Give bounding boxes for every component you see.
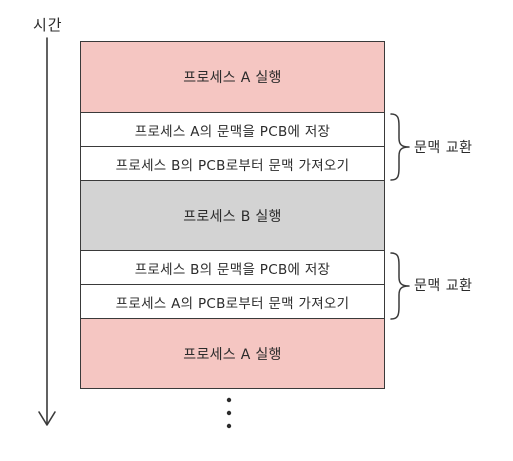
save-context-b-block: 프로세스 B의 문맥을 PCB에 저장 <box>81 250 384 284</box>
context-switch-label: 문맥 교환 <box>414 278 473 294</box>
down-arrow-icon <box>38 37 56 426</box>
context-switch-label: 문맥 교환 <box>414 140 473 156</box>
process-timeline: 프로세스 A 실행 프로세스 A의 문맥을 PCB에 저장 프로세스 B의 PC… <box>80 41 385 389</box>
load-context-b-block: 프로세스 B의 PCB로부터 문맥 가져오기 <box>81 146 384 180</box>
ellipsis-vertical-icon <box>226 397 232 429</box>
time-axis-label: 시간 <box>33 16 63 34</box>
right-brace-icon <box>390 252 410 320</box>
run-process-a-again-block: 프로세스 A 실행 <box>81 318 384 388</box>
run-process-a-block: 프로세스 A 실행 <box>81 42 384 112</box>
run-process-b-block: 프로세스 B 실행 <box>81 180 384 250</box>
save-context-a-block: 프로세스 A의 문맥을 PCB에 저장 <box>81 112 384 146</box>
load-context-a-block: 프로세스 A의 PCB로부터 문맥 가져오기 <box>81 284 384 318</box>
right-brace-icon <box>390 113 410 181</box>
